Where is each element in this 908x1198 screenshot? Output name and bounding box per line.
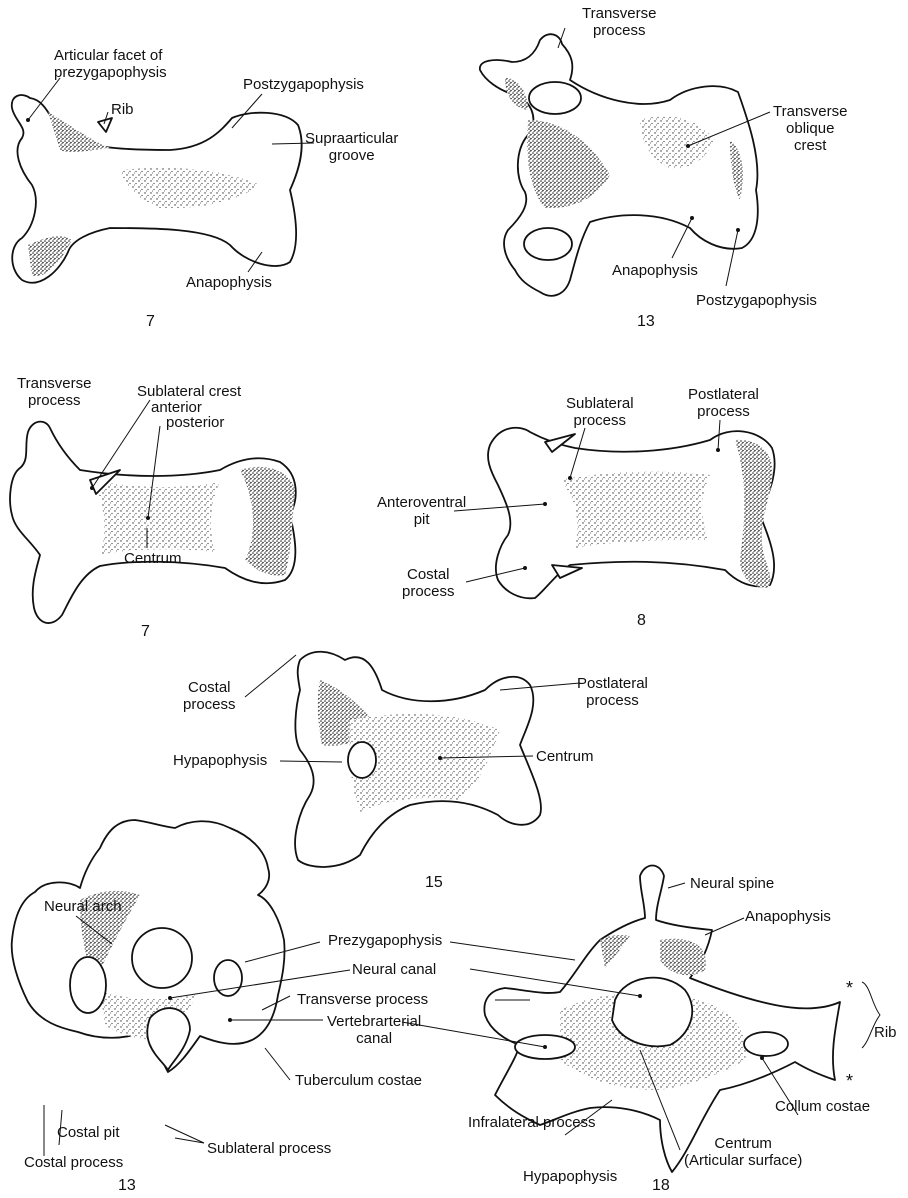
label-posterior: posterior [166,414,224,431]
label-sublateral-process: Sublateral process [566,395,634,429]
label-anapophysis: Anapophysis [745,908,831,925]
label-rib: Rib [111,101,134,118]
label-hypapophysis: Hypapophysis [173,752,267,769]
label-sublateral-process: Sublateral process [207,1140,331,1157]
vertebra-15-ventral [245,652,580,867]
label-tuberculum-costae: Tuberculum costae [295,1072,422,1089]
figure-number: 7 [146,313,155,331]
label-articular-facet: Articular facet of prezygapophysis [54,47,167,81]
label-transverse-process: Transverse process [297,991,428,1008]
label-costal-process: Costal process [183,679,236,713]
label-costal-pit: Costal pit [57,1124,120,1141]
label-vertebrarterial-canal: Vertebrarterial canal [327,1013,421,1047]
label-infralateral-process: Infralateral process [468,1114,596,1131]
label-neural-canal: Neural canal [352,961,436,978]
label-postlateral-process: Postlateral process [577,675,648,709]
vertebra-13-dorsal [480,28,770,296]
label-centrum: Centrum [536,748,594,765]
label-transverse-process: Transverse process [17,375,91,409]
vertebra-7-ventral [10,400,296,623]
vertebra-13-anterior [12,820,350,1156]
label-centrum: Centrum [124,550,182,567]
label-costal-process: Costal process [24,1154,123,1171]
asterisk-bottom: * [846,1073,853,1090]
figure-number: 15 [425,874,443,892]
label-anapophysis: Anapophysis [612,262,698,279]
label-sublateral-crest: Sublateral crest [137,383,241,400]
label-anteroventral-pit: Anteroventral pit [377,494,466,528]
label-postzygapophysis: Postzygapophysis [696,292,817,309]
label-collum-costae: Collum costae [775,1098,870,1115]
label-prezygapophysis: Prezygapophysis [328,932,442,949]
figure-number: 13 [118,1177,136,1195]
label-costal-process: Costal process [402,566,455,600]
label-rib: Rib [874,1024,897,1041]
figure-number: 8 [637,612,646,630]
label-postzygapophysis: Postzygapophysis [243,76,364,93]
label-anapophysis: Anapophysis [186,274,272,291]
figure-number: 7 [141,623,150,641]
label-transverse-process: Transverse process [582,5,656,39]
label-supraarticular-groove: Supraarticular groove [305,130,398,164]
vertebra-8-ventral [454,420,775,598]
label-transverse-oblique-crest: Transverse oblique crest [773,103,847,154]
label-centrum-articular: Centrum (Articular surface) [684,1135,802,1169]
label-hypapophysis: Hypapophysis [523,1168,617,1185]
asterisk-top: * [846,980,853,997]
figure-number: 18 [652,1177,670,1195]
label-neural-spine: Neural spine [690,875,774,892]
label-postlateral-process: Postlateral process [688,386,759,420]
figure-number: 13 [637,313,655,331]
label-neural-arch: Neural arch [44,898,122,915]
vertebra-7-dorsal [12,78,314,283]
